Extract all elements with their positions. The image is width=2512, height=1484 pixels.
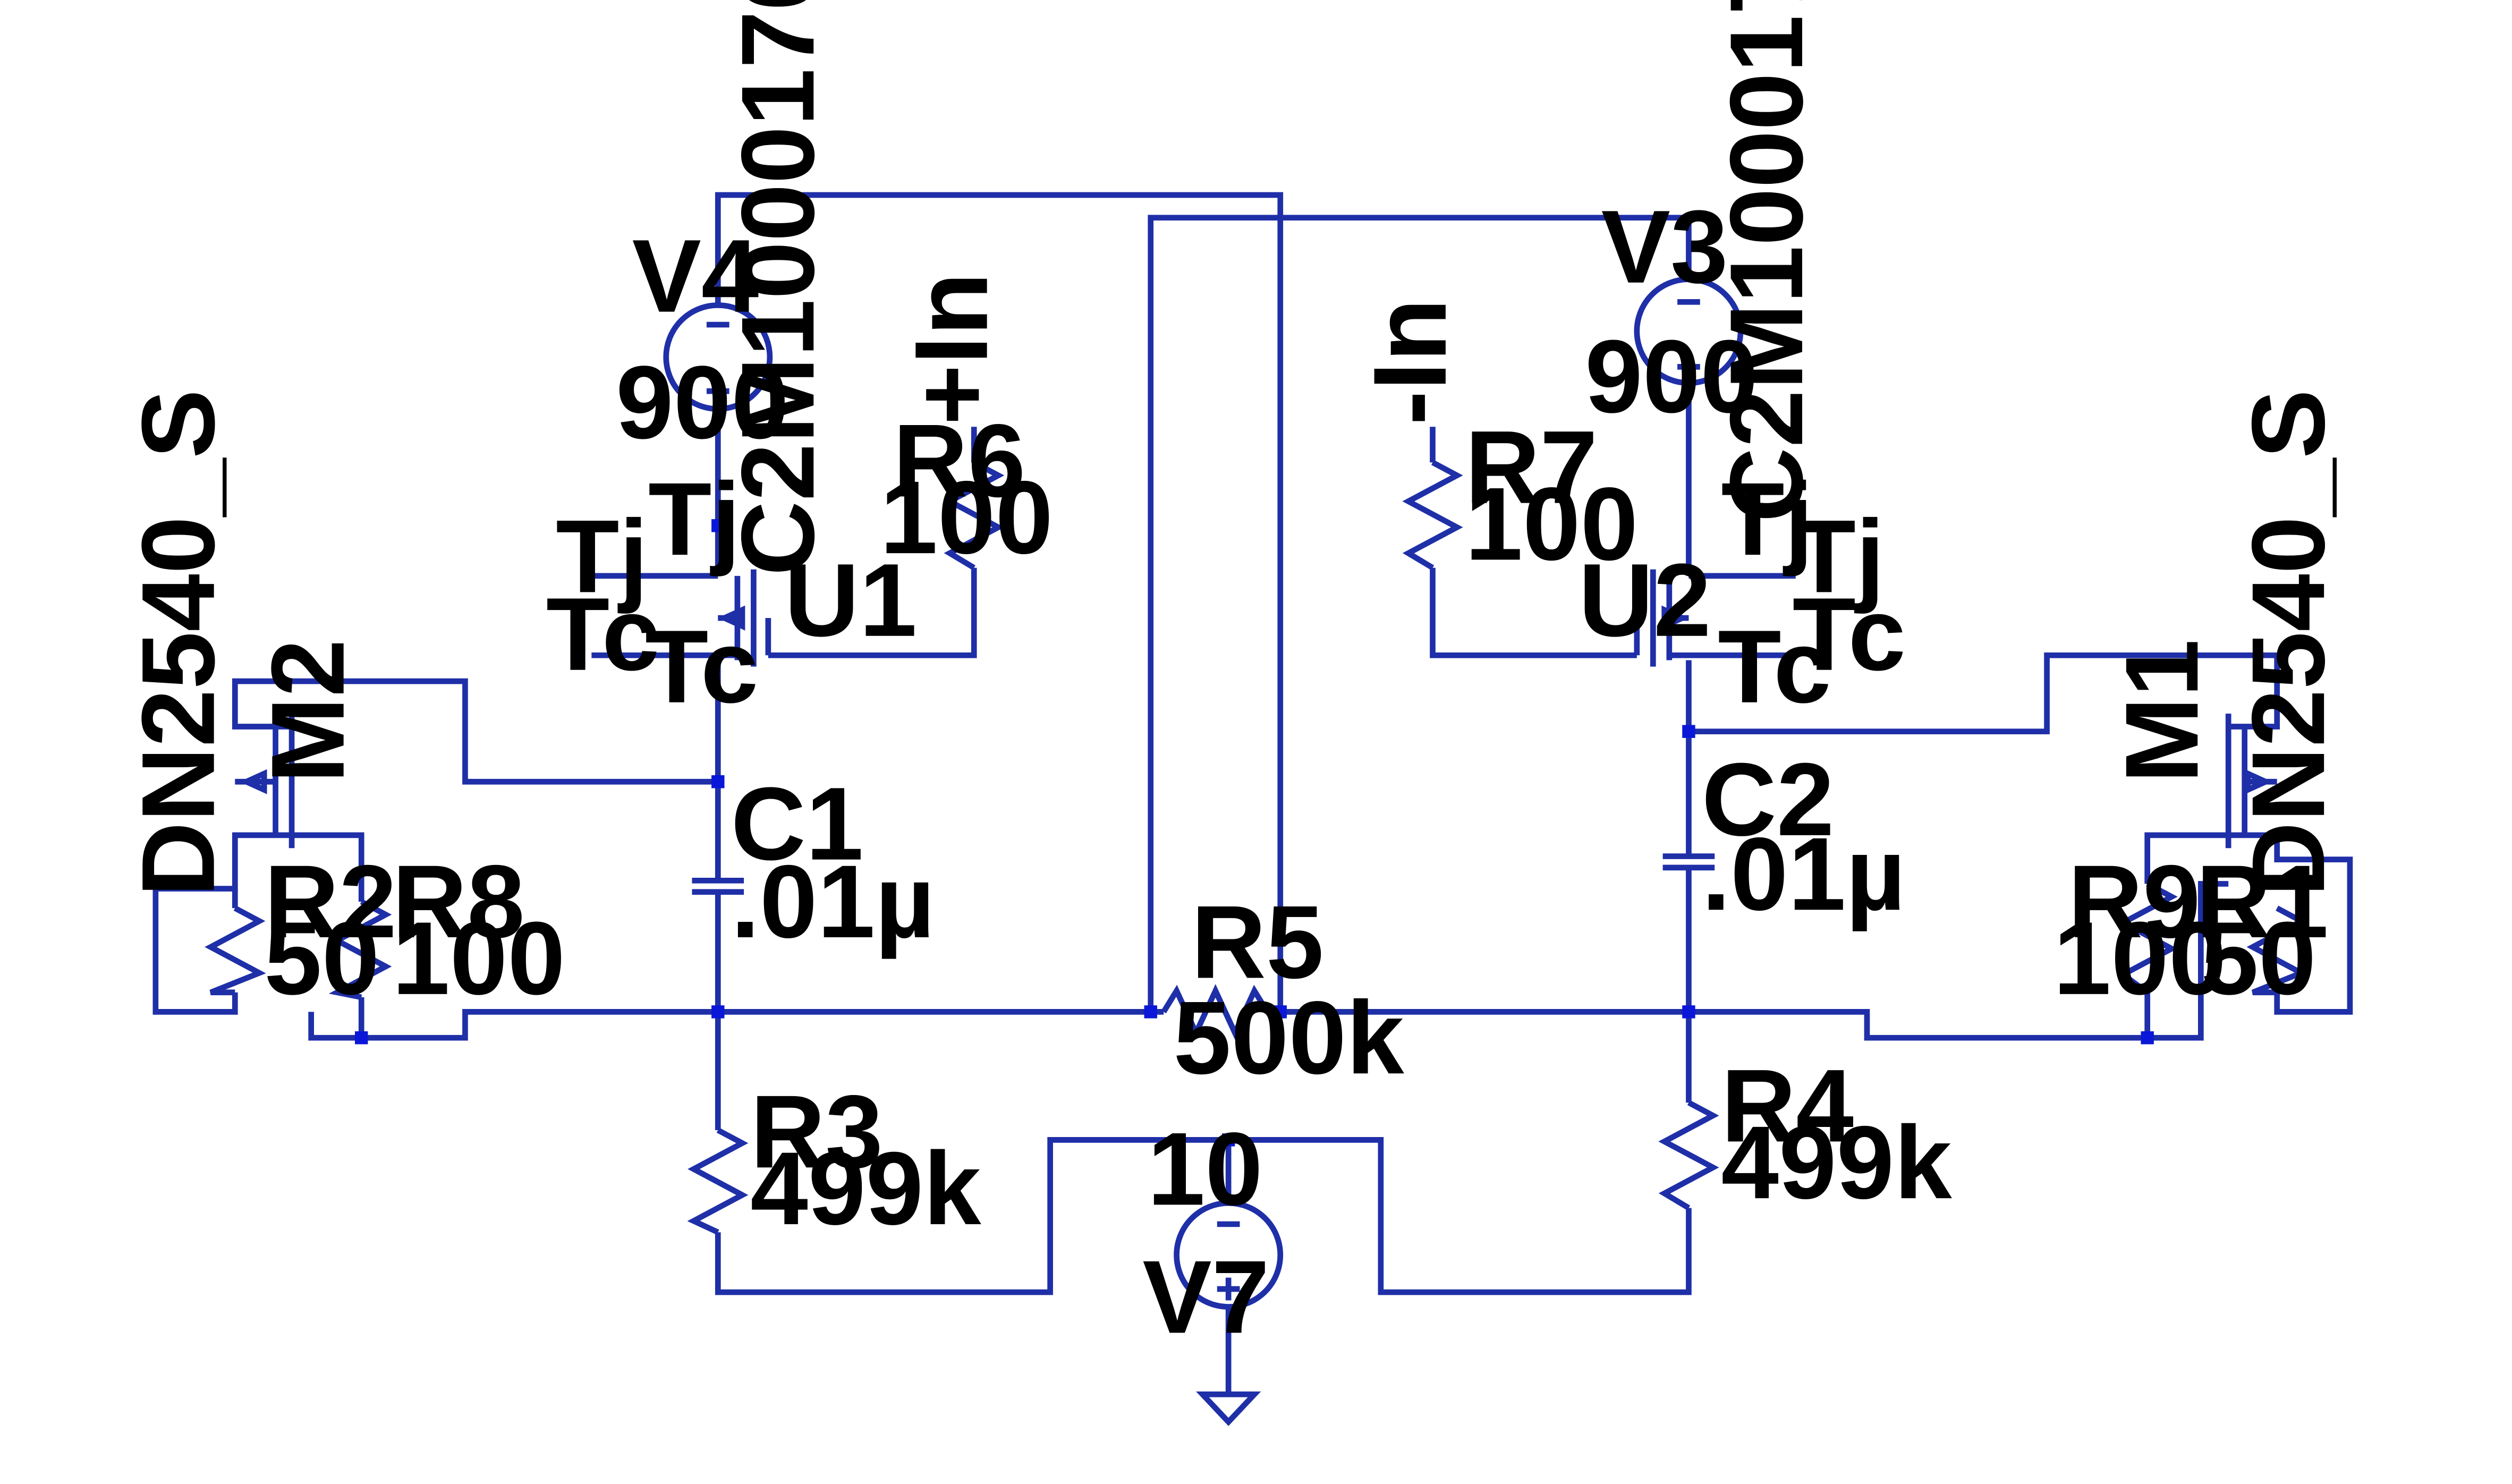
resistor-r7 xyxy=(1402,460,1463,571)
u1-tc-pin-label: Tc xyxy=(645,609,758,725)
source-v4 xyxy=(663,302,773,412)
u2-tc-net-label: Tc xyxy=(1793,576,1906,692)
c1-value-label: .01µ xyxy=(731,844,935,960)
u1-tc-net-label: Tc xyxy=(546,576,659,692)
v4-value-label: 900 xyxy=(616,345,789,461)
resistor-r6 xyxy=(944,460,1005,571)
wire-r1-top xyxy=(2198,881,2229,993)
r4-ref-label: R4 xyxy=(1721,1048,1854,1164)
r3-ref-label: R3 xyxy=(750,1074,883,1190)
r9-ref-label: R9 xyxy=(2068,844,2201,960)
u2-tj-net-label: Tj xyxy=(1793,498,1885,614)
wires xyxy=(152,192,2353,1395)
resistor-r2 xyxy=(205,905,266,996)
net-label-plus-in: +In xyxy=(894,273,1009,425)
mosfet-u2 xyxy=(1634,569,1690,667)
c1-ref-label: C1 xyxy=(731,766,864,882)
capacitor-c2 xyxy=(1662,853,1715,871)
r5-ref-label: R5 xyxy=(1191,884,1324,1000)
wire-v3-top-loop xyxy=(1148,215,1692,1012)
mosfet-u1 xyxy=(717,569,771,667)
r6-value-label: 100 xyxy=(880,460,1053,575)
wire-right-bottom xyxy=(1688,992,2204,1041)
u2-tj-pin-label: Tj xyxy=(1721,461,1813,577)
source-v7 xyxy=(1174,1200,1284,1310)
m1-model-label: DN2540_S xyxy=(2230,389,2346,897)
resistor-r1 xyxy=(2246,905,2309,996)
r6-ref-label: R6 xyxy=(893,403,1026,519)
r1-value-label: 50 xyxy=(2201,901,2316,1016)
wire-u1-gate-r6 xyxy=(768,567,977,658)
u2-tc-pin-label: Tc xyxy=(1718,609,1831,725)
wire-u2-gate-r7 xyxy=(1430,567,1637,658)
r2-value-label: 50 xyxy=(264,901,379,1016)
u1-tj-pin-label: Tj xyxy=(648,461,741,577)
wire-m2-source xyxy=(152,832,292,1015)
junction-nodes xyxy=(355,519,2154,1147)
c2-ref-label: C2 xyxy=(1702,742,1835,858)
r2-ref-label: R2 xyxy=(264,844,397,960)
mosfet-m1 xyxy=(2225,714,2277,849)
resistor-r5 xyxy=(1161,983,1270,1040)
wire-v4-top-loop xyxy=(715,192,1284,1012)
r4-value-label: 499k xyxy=(1721,1105,1952,1220)
v3-value-label: 900 xyxy=(1585,319,1758,435)
u2-model-label: C2M1000170D xyxy=(1709,0,1824,522)
net-label-minus-in: -In xyxy=(1352,299,1468,426)
u1-tj-net-label: Tj xyxy=(556,498,648,614)
r8-value-label: 100 xyxy=(392,901,565,1016)
v4-ref-label: V4 xyxy=(632,218,759,334)
wire-m1-source xyxy=(2228,832,2353,1015)
v7-value-label: 10 xyxy=(1148,1111,1263,1227)
wire-m1-drain xyxy=(1688,652,2280,735)
source-v3 xyxy=(1634,276,1744,386)
m2-model-label: DN2540_S xyxy=(121,389,236,897)
m1-ref-label: M1 xyxy=(2104,639,2220,783)
r1-ref-label: R1 xyxy=(2196,844,2329,960)
c2-value-label: .01µ xyxy=(1702,816,1906,932)
r8-ref-label: R8 xyxy=(392,844,525,960)
ground-icon xyxy=(1195,1391,1261,1426)
capacitor-c1 xyxy=(692,877,744,895)
resistor-r4 xyxy=(1658,1100,1719,1211)
v3-ref-label: V3 xyxy=(1601,189,1728,305)
wire-m1-gate-r9 xyxy=(2144,832,2229,884)
u1-ref-label: U1 xyxy=(784,542,917,658)
u2-ref-label: U2 xyxy=(1579,542,1711,658)
v7-ref-label: V7 xyxy=(1142,1239,1269,1355)
r3-value-label: 499k xyxy=(750,1131,981,1246)
r7-ref-label: R7 xyxy=(1465,410,1598,525)
mosfet-m2 xyxy=(235,714,295,849)
wire-m2-drain xyxy=(232,678,718,785)
wire-r3-bottom xyxy=(715,1137,1692,1295)
r7-value-label: 100 xyxy=(1465,466,1638,582)
u1-model-label: C2M1000170D xyxy=(720,0,836,576)
wire-left-bottom xyxy=(308,1009,718,1041)
resistor-r9 xyxy=(2117,881,2178,995)
resistor-r3 xyxy=(687,1127,749,1235)
resistor-r8 xyxy=(328,899,392,1000)
r5-value-label: 500k xyxy=(1173,980,1404,1096)
m2-ref-label: M2 xyxy=(250,639,366,783)
r9-value-label: 100 xyxy=(2053,901,2227,1016)
wire-m2-gate-r8 xyxy=(292,832,364,902)
